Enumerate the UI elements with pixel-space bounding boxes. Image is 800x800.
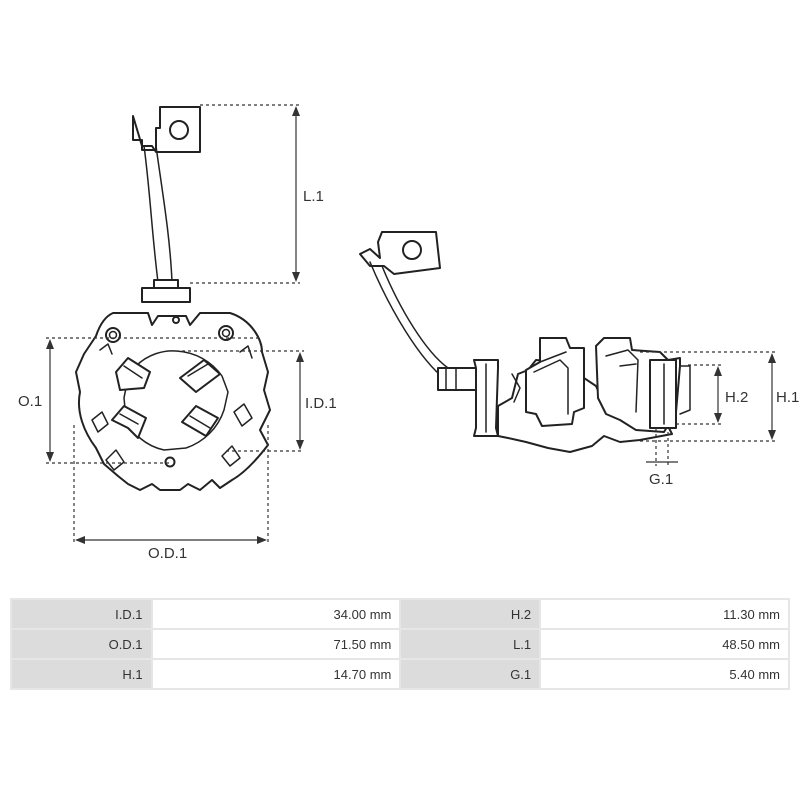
dim-label-od1: O.D.1 xyxy=(148,545,187,562)
dim-label-g1: G.1 xyxy=(649,471,673,488)
lead-wire xyxy=(143,145,159,283)
rivet-icon xyxy=(105,327,121,343)
dim-label-h1: H.1 xyxy=(776,389,799,406)
dim-label-id1: I.D.1 xyxy=(305,395,337,412)
table-row: O.D.1 71.50 mm L.1 48.50 mm xyxy=(12,630,788,658)
clip xyxy=(221,445,241,467)
table-row: I.D.1 34.00 mm H.2 11.30 mm xyxy=(12,600,788,628)
side-view xyxy=(359,231,691,453)
brush-box-front xyxy=(649,359,677,429)
terminal-hole xyxy=(169,120,189,140)
wire-ferrule-side xyxy=(437,367,479,391)
wire-ferrule xyxy=(153,279,179,289)
lead-wire-side xyxy=(369,261,447,381)
dim-label-o1: O.1 xyxy=(18,393,42,410)
spec-value: 71.50 mm xyxy=(152,630,400,658)
brush-holder-1 xyxy=(525,337,585,427)
spec-key: H.2 xyxy=(401,600,540,628)
front-view xyxy=(75,106,271,491)
terminal-lug-side xyxy=(359,231,441,275)
spec-table: I.D.1 34.00 mm H.2 11.30 mm O.D.1 71.50 … xyxy=(10,598,790,690)
spec-value: 34.00 mm xyxy=(152,600,400,628)
rivet-icon xyxy=(164,456,176,468)
clip xyxy=(91,411,109,433)
brush-box xyxy=(179,359,221,393)
holder-plate xyxy=(75,312,271,491)
dim-label-h2: H.2 xyxy=(725,389,748,406)
rivet-icon xyxy=(218,325,234,341)
inner-opening xyxy=(123,350,229,451)
spec-value: 11.30 mm xyxy=(541,600,788,628)
terminal-lug xyxy=(132,106,201,153)
clip xyxy=(105,449,125,471)
spec-value: 48.50 mm xyxy=(541,630,788,658)
spec-key: I.D.1 xyxy=(12,600,151,628)
brush-box xyxy=(181,405,219,437)
spec-key: H.1 xyxy=(12,660,151,688)
spec-value: 5.40 mm xyxy=(541,660,788,688)
terminal-hole-side xyxy=(402,240,422,260)
spec-key: G.1 xyxy=(401,660,540,688)
clip xyxy=(233,403,253,427)
table-row: H.1 14.70 mm G.1 5.40 mm xyxy=(12,660,788,688)
dim-label-l1: L.1 xyxy=(303,188,324,205)
spec-key: L.1 xyxy=(401,630,540,658)
brush-holder-drawing: L.1 O.1 I.D.1 O.D.1 xyxy=(18,104,799,562)
spec-key: O.D.1 xyxy=(12,630,151,658)
rivet-icon xyxy=(172,316,180,324)
spec-value: 14.70 mm xyxy=(152,660,400,688)
